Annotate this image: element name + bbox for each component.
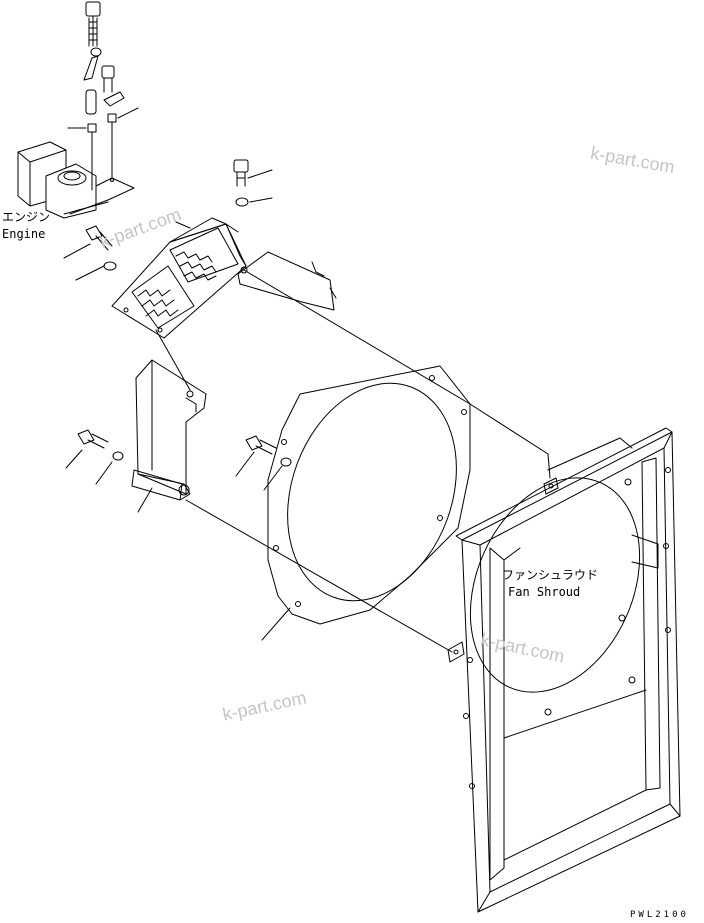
fan-shroud-label-jp: ファンシュラウド <box>502 568 599 582</box>
upper-guard <box>111 217 337 339</box>
assembly-lines <box>155 269 551 653</box>
fan-shroud <box>447 427 681 913</box>
engine-block <box>17 141 135 219</box>
lower-guard <box>131 359 207 501</box>
leader-lines <box>63 107 291 641</box>
drawing-code: PWL2100 <box>630 910 689 920</box>
ring-plate <box>267 365 471 625</box>
engine-label-en: Engine <box>2 227 46 241</box>
fan-shroud-label-en: Fan Shroud <box>508 585 581 599</box>
hardware <box>77 1 292 467</box>
engine-label-jp: エンジン <box>2 210 51 224</box>
